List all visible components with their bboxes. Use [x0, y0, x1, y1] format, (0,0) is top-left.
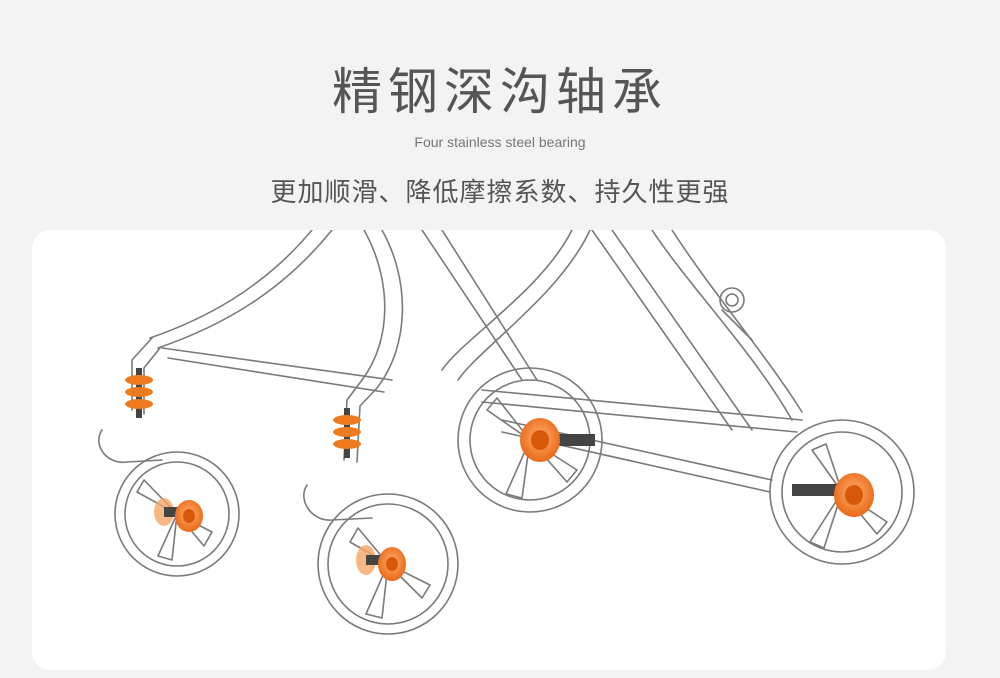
hub-bearing-rear-right [792, 473, 874, 517]
front-left-wheel [114, 451, 240, 577]
hub-bearing-rear-middle [520, 418, 595, 462]
feature-tagline: 更加顺滑、降低摩擦系数、持久性更强 [270, 178, 730, 208]
page-title: 精钢深沟轴承 [332, 63, 668, 121]
page-subtitle: Four stainless steel bearing [414, 134, 586, 150]
swivel-bearing-left [125, 368, 153, 418]
front-right-wheel [317, 493, 459, 635]
swivel-bearing-right [333, 408, 361, 458]
front-right-fork [303, 484, 373, 521]
rear-middle-wheel [457, 367, 603, 513]
illustration-panel [32, 230, 946, 670]
stroller-wheels-illustration [98, 230, 915, 635]
hub-bearing-front-right [356, 545, 406, 581]
stroller-frame [131, 230, 803, 493]
hub-bearing-front-left [154, 498, 203, 532]
front-left-fork [98, 429, 163, 463]
